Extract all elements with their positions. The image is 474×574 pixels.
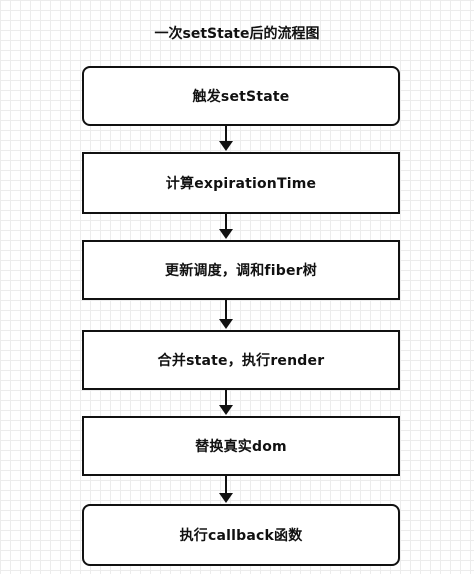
flow-arrow [219, 126, 233, 152]
diagram-title: 一次setState后的流程图 [154, 26, 320, 42]
flow-arrow [219, 476, 233, 504]
step-calc-expiration-time: 计算expirationTime [82, 152, 400, 214]
step-trigger-setstate: 触发setState [82, 66, 400, 126]
step-replace-real-dom: 替换真实dom [82, 416, 400, 476]
step-merge-state-render: 合并state，执行render [82, 330, 400, 390]
step-run-callback: 执行callback函数 [82, 504, 400, 566]
flow-arrow [219, 300, 233, 330]
flow-arrow [219, 214, 233, 240]
flow-arrow [219, 390, 233, 416]
step-schedule-reconcile-fiber: 更新调度，调和fiber树 [82, 240, 400, 300]
